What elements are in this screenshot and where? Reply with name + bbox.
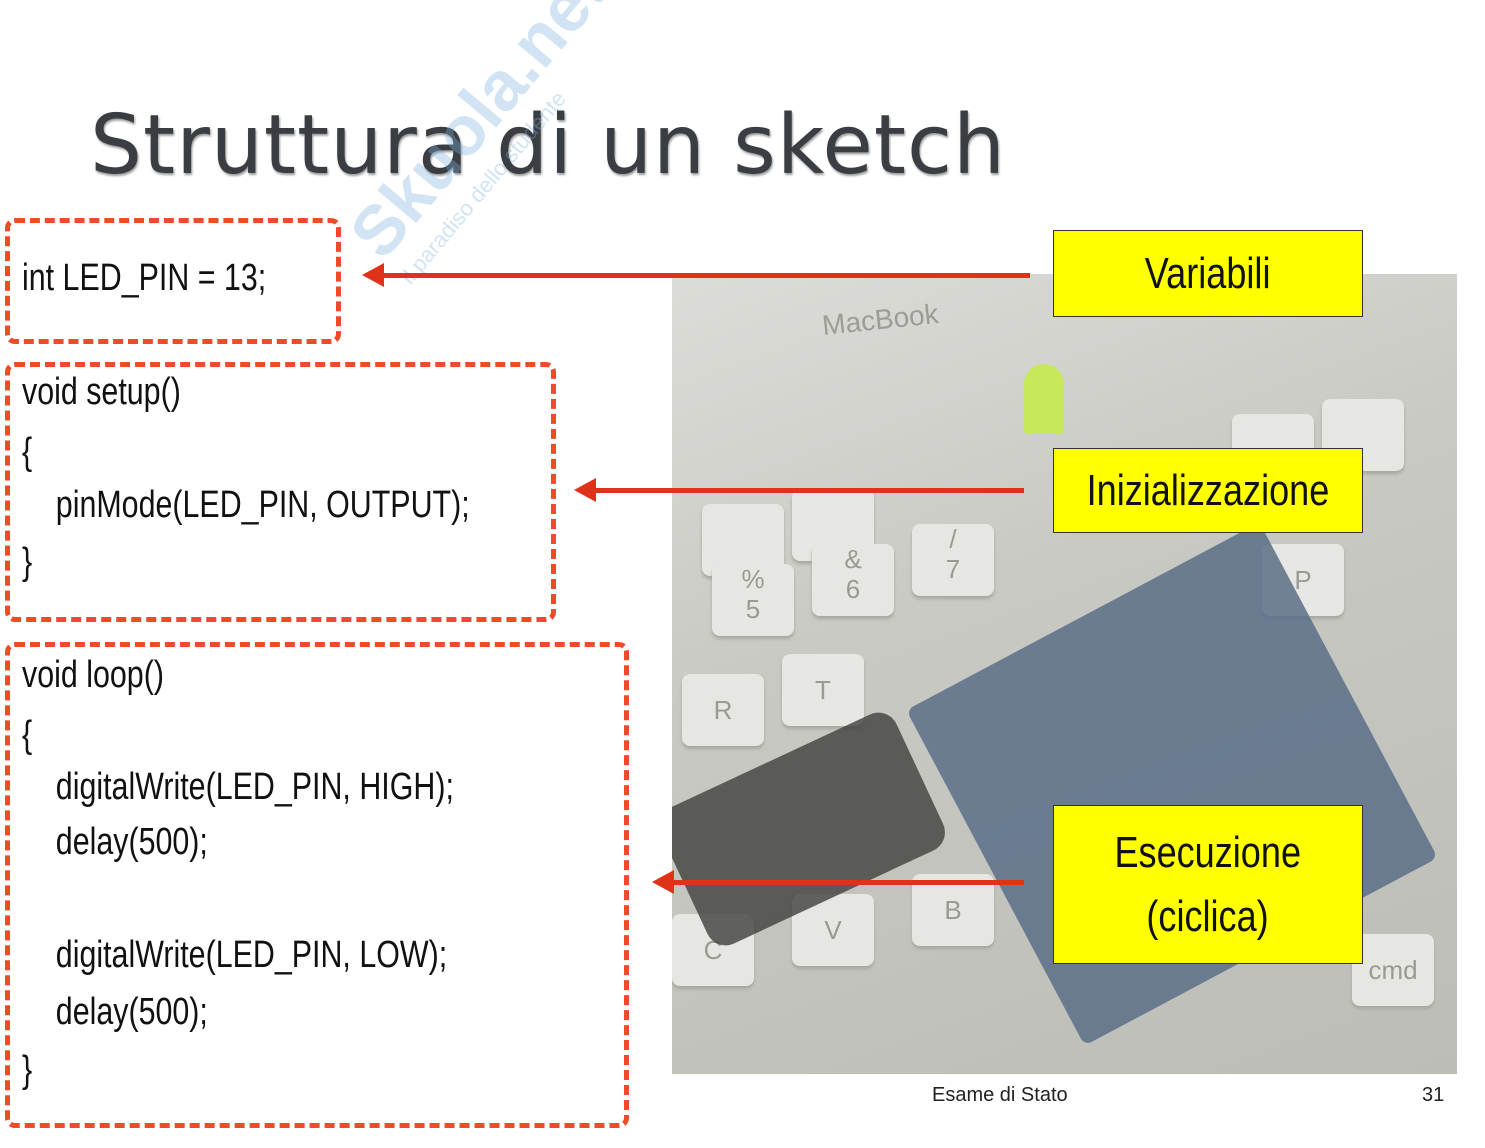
key: & 6 [812,544,894,616]
label-execution-line1: Esecuzione [1114,827,1302,877]
code-line: int LED_PIN = 13; [22,257,267,299]
code-line: void loop() [22,654,164,696]
key: R [682,674,764,746]
code-line: digitalWrite(LED_PIN, LOW); [22,934,448,976]
variables-box [5,218,341,344]
code-line: pinMode(LED_PIN, OUTPUT); [22,484,470,526]
code-line: delay(500); [22,821,208,863]
slide-title: Struttura di un sketch [90,98,1007,193]
label-execution-line2: (ciclica) [1146,891,1270,941]
label-initialization: Inizializzazione [1053,448,1363,533]
arrow-variables [362,263,1030,287]
key: % 5 [712,564,794,636]
code-line: } [22,1049,33,1091]
code-line: } [22,541,33,583]
key: T [782,654,864,726]
key: / 7 [912,524,994,596]
led [1024,364,1064,434]
key: cmd [1352,934,1434,1006]
arrow-setup [574,478,1024,502]
label-variables: Variabili [1053,230,1363,317]
setup-box [5,362,556,622]
code-line: void setup() [22,371,181,413]
page-number: 31 [1422,1084,1445,1106]
watermark-logo: Skuola.net il paradiso dello studente [334,0,726,388]
code-line: delay(500); [22,991,208,1033]
code-line: { [22,431,33,473]
code-line: digitalWrite(LED_PIN, HIGH); [22,766,454,808]
loop-box [5,642,629,1128]
arrow-loop [652,870,1024,894]
label-execution: Esecuzione (ciclica) [1053,805,1363,964]
code-line: { [22,714,33,756]
key: B [912,874,994,946]
macbook-brand: MacBook [820,297,940,342]
footer-text: Esame di Stato [932,1084,1068,1106]
